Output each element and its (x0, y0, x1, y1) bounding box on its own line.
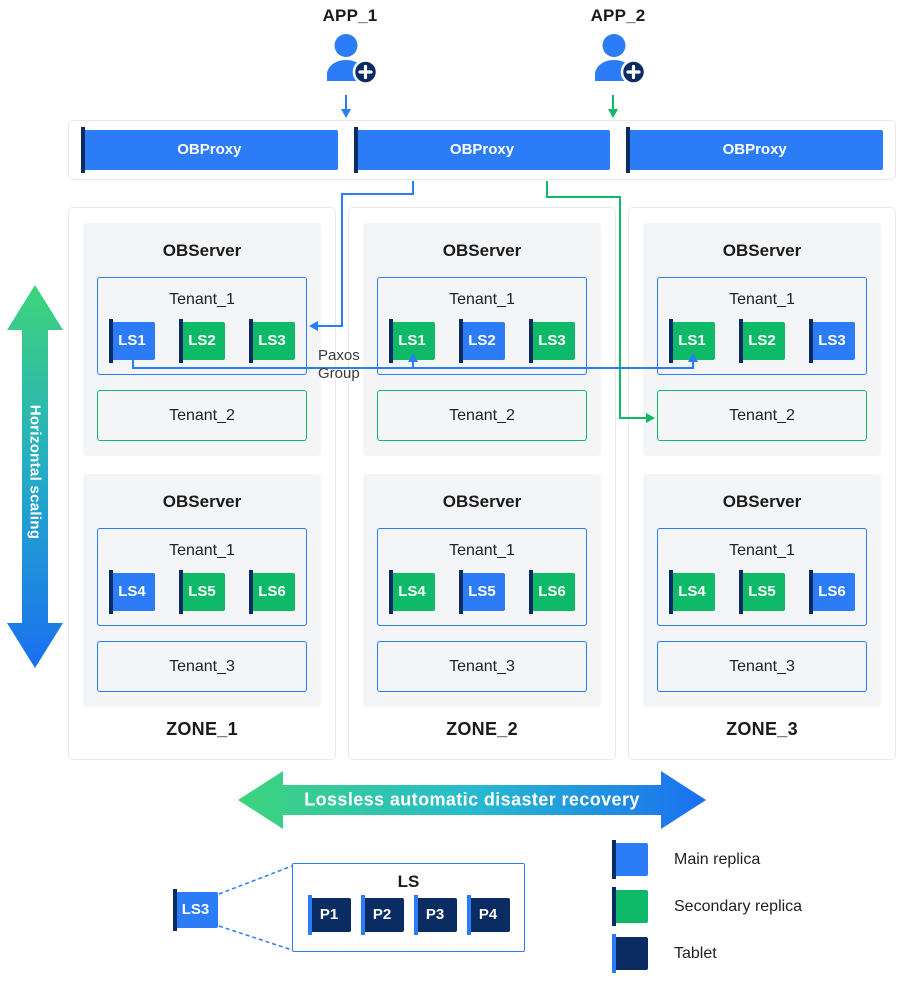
obproxy-box: OBProxy (626, 127, 884, 173)
ls-expansion-dashed-line (218, 865, 293, 895)
observer-block: OBServer Tenant_1 LS1 LS2 LS3 Tenant_2 (643, 223, 881, 456)
ls-box: LS1 (669, 319, 715, 363)
partition-row: P1 P2 P3 P4 (293, 895, 524, 935)
ls-box: LS1 (389, 319, 435, 363)
zone-card-3: OBServer Tenant_1 LS1 LS2 LS3 Tenant_2 O… (628, 207, 896, 760)
partition-box: P1 (307, 895, 351, 935)
ls3-source-box: LS3 (173, 889, 218, 931)
ls-box: LS6 (809, 570, 855, 614)
ls-box: LS4 (669, 570, 715, 614)
tenant-name: Tenant_1 (449, 542, 515, 559)
obproxy-container: OBProxy OBProxy OBProxy (68, 120, 896, 180)
ls-row: LS4 LS5 LS6 (98, 570, 306, 614)
tenant-3-box: Tenant_3 (97, 641, 307, 692)
observer-title: OBServer (442, 241, 522, 260)
tenant-1-box: Tenant_1 LS4 LS5 LS6 (657, 528, 867, 626)
partition-box: P2 (360, 895, 404, 935)
tenant-2-box: Tenant_2 (657, 390, 867, 441)
tenant-1-box: Tenant_1 LS1 LS2 LS3 (377, 277, 587, 375)
app-2-label: APP_2 (590, 6, 646, 25)
ls-box: LS2 (739, 319, 785, 363)
ls-expansion-dashed-line (218, 925, 293, 951)
ls-box: LS1 (109, 319, 155, 363)
zone-label: ZONE_2 (446, 719, 518, 739)
legend-row: Tablet (612, 934, 802, 973)
ls-box: LS2 (179, 319, 225, 363)
ls-box: LS6 (529, 570, 575, 614)
ls-box: LS2 (459, 319, 505, 363)
tenant-name: Tenant_1 (729, 542, 795, 559)
observer-title: OBServer (162, 492, 242, 511)
tenant-1-box: Tenant_1 LS4 LS5 LS6 (377, 528, 587, 626)
tenant-1-box: Tenant_1 LS1 LS2 LS3 (657, 277, 867, 375)
user-add-icon (595, 34, 647, 85)
ls-detail-box: LS P1 P2 P3 P4 (292, 863, 525, 952)
observer-block: OBServer Tenant_1 LS1 LS2 LS3 Tenant_2 (83, 223, 321, 456)
legend-swatch-tablet (612, 934, 648, 973)
paxos-group-label: Paxos Group (318, 347, 360, 382)
partition-box: P4 (466, 895, 510, 935)
tenant-3-box: Tenant_3 (657, 641, 867, 692)
ls-box: LS5 (179, 570, 225, 614)
app-2-group: APP_2 (568, 6, 668, 91)
tenant-name: Tenant_1 (169, 291, 235, 308)
ls-box: LS6 (249, 570, 295, 614)
zone-label: ZONE_3 (726, 719, 798, 739)
ls-detail-title: LS (397, 872, 420, 891)
tenant-2-box: Tenant_2 (377, 390, 587, 441)
legend: Main replica Secondary replica Tablet (612, 840, 803, 982)
observer-block: OBServer Tenant_1 LS4 LS5 LS6 Tenant_3 (363, 474, 601, 707)
legend-label: Secondary replica (674, 897, 803, 915)
user-add-icon (327, 34, 379, 85)
obproxy-box: OBProxy (353, 127, 611, 173)
observer-title: OBServer (442, 492, 522, 511)
observer-title: OBServer (722, 241, 802, 260)
ls-row: LS1 LS2 LS3 (658, 319, 866, 363)
observer-block: OBServer Tenant_1 LS4 LS5 LS6 Tenant_3 (83, 474, 321, 707)
legend-row: Main replica (612, 840, 802, 879)
ls-row: LS4 LS5 LS6 (378, 570, 586, 614)
tenant-1-box: Tenant_1 LS4 LS5 LS6 (97, 528, 307, 626)
legend-swatch-main-replica (612, 840, 648, 879)
tenant-3-box: Tenant_3 (377, 641, 587, 692)
partition-box: P3 (413, 895, 457, 935)
ls-box: LS3 (529, 319, 575, 363)
tenant-name: Tenant_1 (729, 291, 795, 308)
disaster-recovery-label: Lossless automatic disaster recovery (304, 789, 640, 810)
ls-box: LS4 (389, 570, 435, 614)
observer-block: OBServer Tenant_1 LS1 LS2 LS3 Tenant_2 (363, 223, 601, 456)
legend-swatch-secondary-replica (612, 887, 648, 926)
app-1-label: APP_1 (322, 6, 378, 25)
ls-row: LS1 LS2 LS3 (98, 319, 306, 363)
ls-row: LS1 LS2 LS3 (378, 319, 586, 363)
ls-box: LS4 (109, 570, 155, 614)
tenant-2-box: Tenant_2 (97, 390, 307, 441)
ls-row: LS4 LS5 LS6 (658, 570, 866, 614)
zone-card-2: OBServer Tenant_1 LS1 LS2 LS3 Tenant_2 O… (348, 207, 616, 760)
tenant-name: Tenant_1 (169, 542, 235, 559)
app-1-group: APP_1 (300, 6, 400, 91)
ls-box: LS3 (249, 319, 295, 363)
horizontal-scaling-label: Horizontal scaling (26, 404, 44, 540)
legend-label: Main replica (674, 850, 761, 868)
legend-label: Tablet (674, 944, 717, 962)
observer-title: OBServer (162, 241, 242, 260)
legend-row: Secondary replica (612, 887, 803, 926)
zone-card-1: OBServer Tenant_1 LS1 LS2 LS3 Tenant_2 O… (68, 207, 336, 760)
zone-label: ZONE_1 (166, 719, 238, 739)
ls-box: LS5 (459, 570, 505, 614)
ls-box: LS5 (739, 570, 785, 614)
tenant-1-box: Tenant_1 LS1 LS2 LS3 (97, 277, 307, 375)
ls-box: LS3 (809, 319, 855, 363)
obproxy-box: OBProxy (81, 127, 338, 173)
observer-title: OBServer (722, 492, 802, 511)
tenant-name: Tenant_1 (449, 291, 515, 308)
observer-block: OBServer Tenant_1 LS4 LS5 LS6 Tenant_3 (643, 474, 881, 707)
